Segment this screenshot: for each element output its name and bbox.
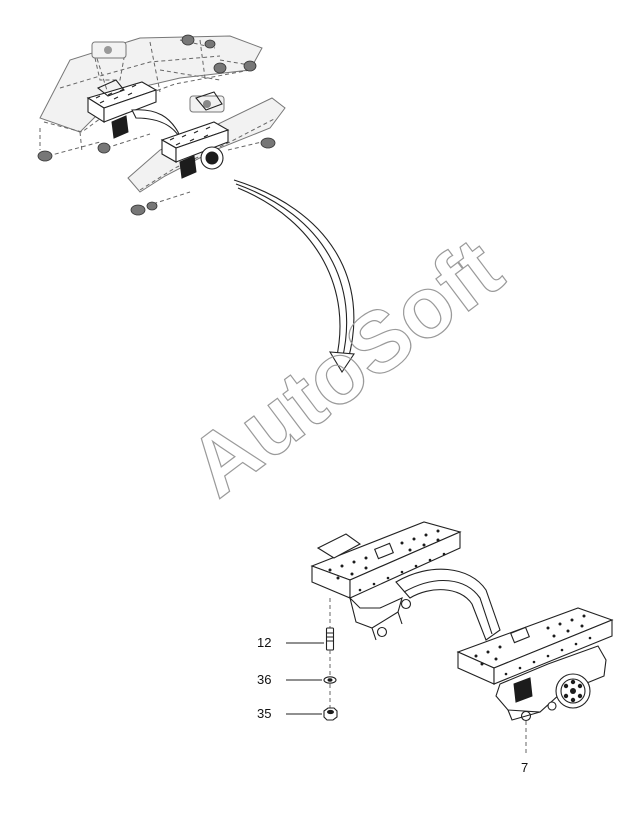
nut-part-35 — [323, 707, 338, 721]
callout-label-36: 36 — [257, 672, 272, 687]
overview-suspension-assembly — [37, 34, 286, 216]
main-bogie-assembly — [310, 521, 614, 722]
reference-arrow — [233, 179, 355, 374]
callout-label-12: 12 — [257, 635, 272, 650]
watermark: AutoSoft — [171, 219, 520, 515]
callout-label-7: 7 — [521, 760, 529, 775]
stud-part-12 — [325, 598, 335, 676]
washer-part-36 — [323, 676, 337, 708]
callout-label-35: 35 — [257, 706, 272, 721]
overview-highlighted-bogie — [86, 79, 230, 179]
svg-text:AutoSoft: AutoSoft — [172, 220, 520, 515]
